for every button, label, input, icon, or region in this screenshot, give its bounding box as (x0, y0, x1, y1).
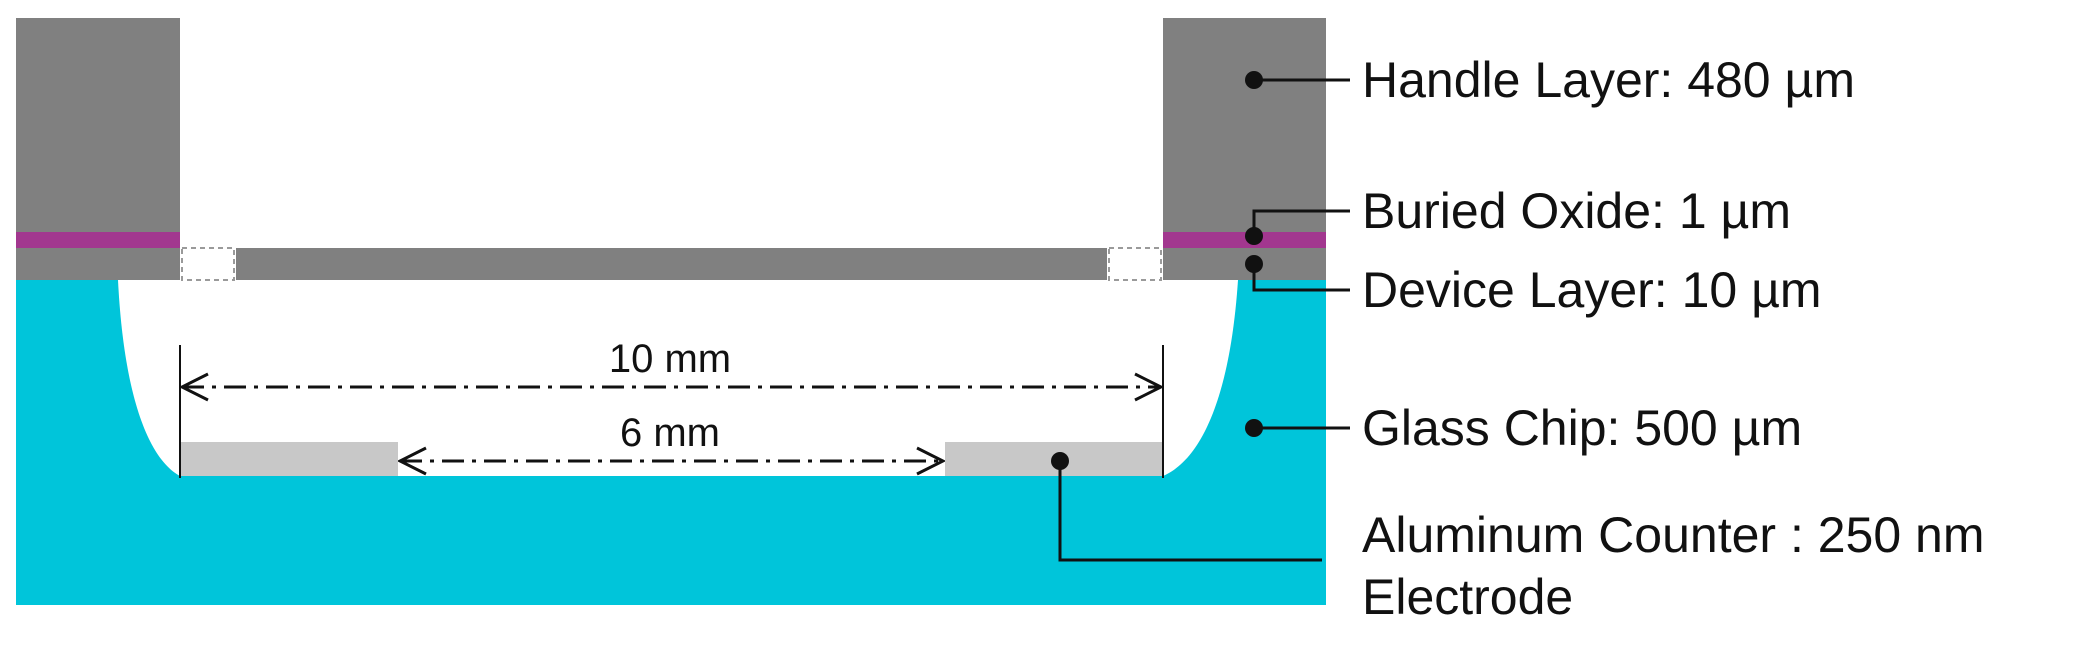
buried-oxide-left (16, 232, 180, 248)
label-device-layer: Device Layer: 10 µm (1362, 262, 1822, 318)
device-layer-membrane (236, 248, 1107, 280)
device-layer-left (16, 248, 180, 280)
handle-layer-right (1163, 18, 1326, 232)
label-glass-chip: Glass Chip: 500 µm (1362, 400, 1802, 456)
etched-gap-left (181, 247, 235, 281)
dimension-label-outer: 10 mm (609, 337, 731, 381)
label-electrode-line2: Electrode (1362, 569, 1573, 625)
leader-line-oxide (1252, 209, 1350, 236)
label-buried-oxide: Buried Oxide: 1 µm (1362, 183, 1791, 239)
label-handle-layer: Handle Layer: 480 µm (1362, 52, 1855, 108)
etched-gap-right (1108, 247, 1162, 281)
label-electrode-line1: Aluminum Counter : 250 nm (1362, 507, 1985, 563)
electrode-left (180, 442, 398, 476)
dimension-label-inner: 6 mm (620, 411, 720, 455)
leader-line-electrode (1058, 461, 1322, 562)
buried-oxide-right (1163, 232, 1326, 248)
device-layer-right (1163, 248, 1326, 280)
leader-line-device (1252, 264, 1350, 292)
handle-layer-left (16, 18, 180, 232)
